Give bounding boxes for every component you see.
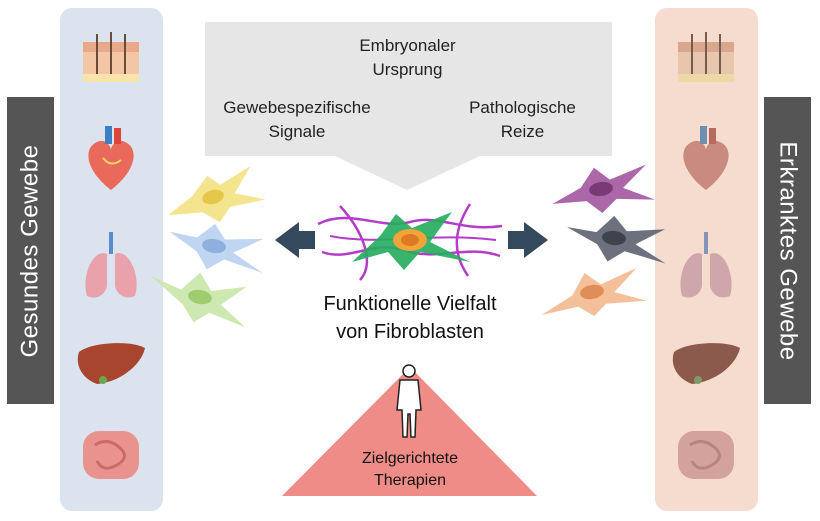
diseased-tissue-panel <box>655 8 758 511</box>
heart-icon-left <box>88 126 134 190</box>
fibroblast-purple <box>552 164 655 214</box>
healthy-tissue-label: Gesundes Gewebe <box>7 97 54 404</box>
down-arrow <box>335 156 480 190</box>
healthy-tissue-panel <box>60 8 163 511</box>
diseased-tissue-label: Erkranktes Gewebe <box>764 97 811 404</box>
lung-icon-right <box>680 232 732 298</box>
therapy-triangle <box>282 367 537 496</box>
human-figure-icon <box>396 364 422 438</box>
fibroblast-blue <box>169 223 264 274</box>
fibroblast-yellow <box>168 166 266 223</box>
embryonic-origin-label: Embryonaler Ursprung <box>359 36 456 79</box>
right-arrow <box>508 222 548 258</box>
factors-box <box>205 22 612 156</box>
lung-icon-left <box>85 232 137 298</box>
left-arrow <box>275 222 315 258</box>
intestine-icon-right <box>678 431 734 479</box>
targeted-therapies-label: Zielgerichtete Therapien <box>361 450 459 489</box>
fibroblast-orange <box>541 267 647 316</box>
pathological-stimuli-label: Pathologische Reize <box>469 98 576 141</box>
fibroblast-diversity-label: Funktionelle Vielfalt von Fibroblasten <box>323 293 497 343</box>
central-fibroblast <box>317 203 503 281</box>
liver-icon-left <box>77 343 145 384</box>
fibroblast-grey <box>566 215 666 264</box>
skin-icon-right <box>678 32 734 82</box>
intestine-icon-left <box>83 431 139 479</box>
fibroblast-green <box>150 272 247 328</box>
tissue-signals-label: Gewebespezifische Signale <box>223 98 371 141</box>
liver-icon-right <box>672 343 740 384</box>
skin-icon-left <box>83 32 139 82</box>
heart-icon-right <box>683 126 729 190</box>
